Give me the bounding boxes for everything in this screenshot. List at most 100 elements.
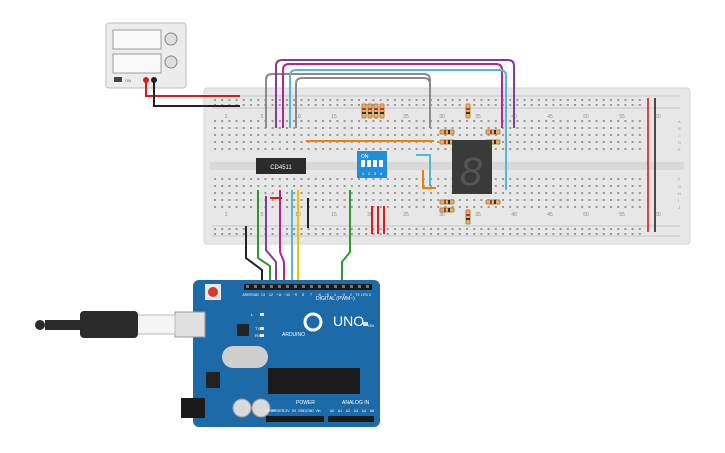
on-label: ON [368,323,374,328]
pin-label: ~11 [276,293,282,297]
pin-label: 2 [350,293,352,297]
pin-label: A3 [354,409,358,413]
pin-label: ~3 [341,293,345,297]
wire-purple[interactable] [275,59,515,128]
row-letter: G [678,184,681,189]
resistor[interactable] [439,139,455,145]
pin-label: ~5 [325,293,329,297]
wire-green-right[interactable] [341,190,351,290]
dip-number: 4 [380,171,383,176]
dip-toggle[interactable] [379,160,383,167]
resistor[interactable] [485,129,501,135]
pin-label: 13 [261,293,265,297]
pin-label: 4 [334,293,336,297]
column-number: 5 [261,212,264,218]
pin-label: 12 [269,293,273,297]
wire-gray[interactable] [265,73,431,128]
column-number: 45 [547,212,553,218]
row-letter: A [678,119,681,124]
column-number: 25 [403,114,409,120]
cd4511-ic[interactable]: CD4511 [256,158,306,174]
seven-segment-digit: 8 [460,150,483,194]
digital-label: DIGITAL (PWM~) [316,296,355,302]
pin-label: RX 0 [363,293,371,297]
breadboard[interactable] [203,87,691,245]
wire-supply-red[interactable] [145,80,240,97]
led-label: L [251,312,254,317]
analog-header[interactable] [328,416,374,422]
wire-green-left[interactable] [257,190,271,290]
ic-label: CD4511 [270,165,292,171]
digital-header[interactable] [244,284,372,290]
resistor[interactable] [439,207,455,213]
dip-number: 3 [374,171,377,176]
dip-toggle[interactable] [361,160,365,167]
resistor[interactable] [485,199,501,205]
wire-cyan-top[interactable] [289,69,507,190]
pin-label: GND [306,409,314,413]
column-number: 35 [475,212,481,218]
power-supply-indicator: ON [125,78,131,83]
power-header[interactable] [266,416,324,422]
resistor[interactable] [367,103,373,119]
resistor[interactable] [465,103,471,119]
power-supply[interactable]: ON [105,22,187,89]
power-jack[interactable] [181,398,205,418]
row-letter: D [678,140,681,145]
wire-purple-bottom[interactable] [265,196,277,290]
pin-label: RESET [272,409,285,413]
row-letter: J [678,205,680,210]
pin-label: A1 [338,409,342,413]
resistor[interactable] [439,129,455,135]
column-number: 35 [475,114,481,120]
row-letter: F [678,177,681,182]
usb-cable[interactable] [35,311,206,338]
dip-number: 1 [362,171,365,176]
pin-label: 8 [302,293,304,297]
row-letter: I [678,198,679,203]
pin-label: A4 [362,409,366,413]
column-number: 15 [331,212,337,218]
pin-label: 5V [292,409,297,413]
seven-segment-display[interactable]: 8 [452,140,492,194]
column-number: 1 [225,212,228,218]
pin-label: GND [251,293,259,297]
row-letter: C [678,133,681,138]
dip-number: 2 [368,171,371,176]
reset-button[interactable] [208,287,218,297]
pin-label: AREF [242,293,251,297]
pin-label: TX 1 [355,293,362,297]
resistor[interactable] [361,103,367,119]
resistor[interactable] [379,103,385,119]
wire-supply-black[interactable] [153,80,240,107]
column-number: 55 [619,212,625,218]
dip-toggle[interactable] [367,160,371,167]
red-wires[interactable] [371,206,385,234]
dip-toggle[interactable] [373,160,377,167]
column-number: 5 [261,114,264,120]
pin-label: GND [298,409,306,413]
arduino-uno[interactable]: UNO ARDUINO DIGITAL (PWM~) POWER ANALOG … [181,280,380,427]
wire-magenta[interactable] [282,63,503,128]
arduino-brand: ARDUINO [282,332,305,338]
column-number: 10 [295,114,301,120]
column-number: 15 [331,114,337,120]
uno-model: UNO [333,313,364,329]
resistor[interactable] [439,199,455,205]
row-letter: E [678,147,681,152]
dip-on-label: ON [361,154,369,160]
resistor-group[interactable] [361,103,501,225]
led-label: TX [255,326,260,331]
pin-label: 3.3V [282,409,290,413]
power-label: POWER [296,400,315,406]
led-label: RX [255,333,261,338]
column-number: 40 [511,212,517,218]
resistor[interactable] [373,103,379,119]
resistor[interactable] [465,209,471,225]
pin-label: ~6 [317,293,321,297]
column-number: 50 [583,212,589,218]
analog-in-label: ANALOG IN [342,400,370,406]
